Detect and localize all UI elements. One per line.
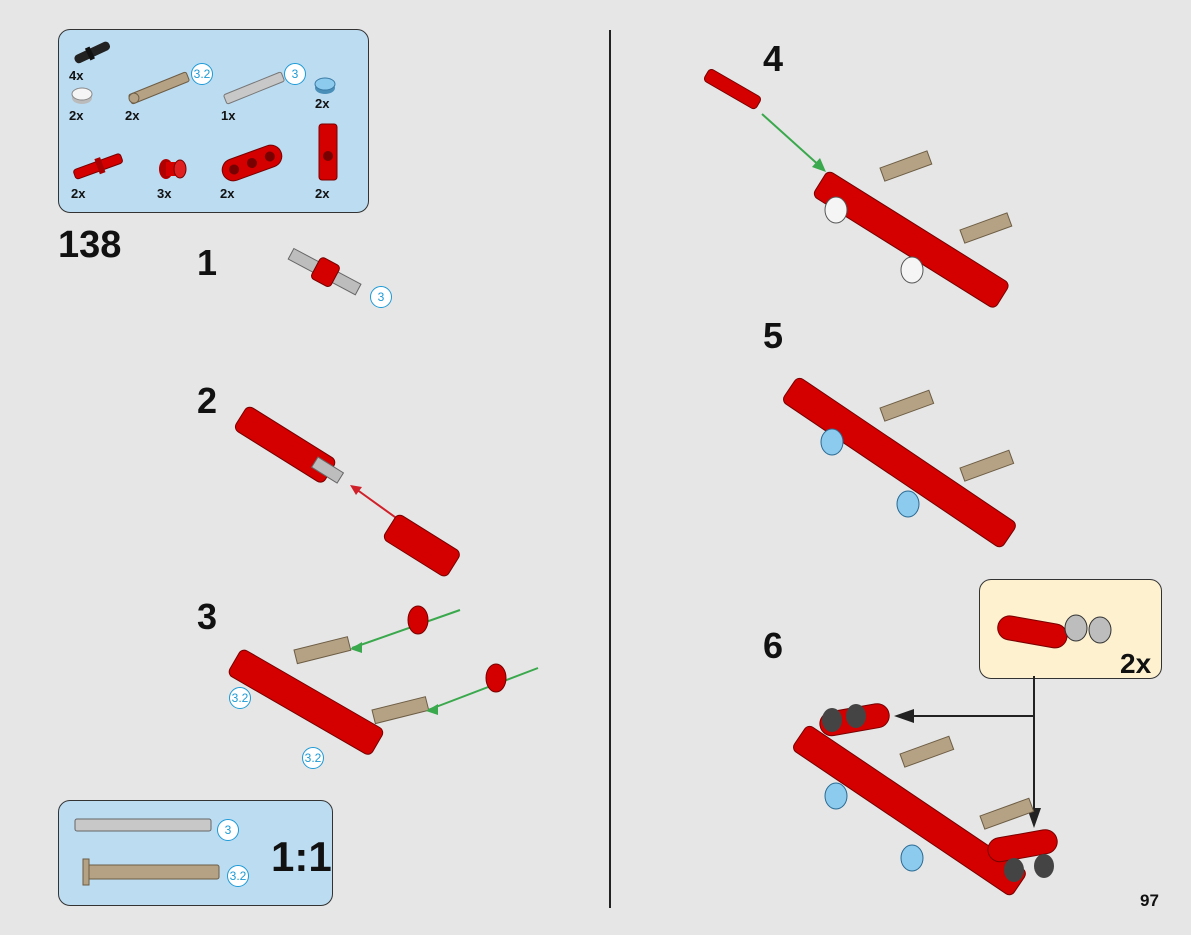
parts-list-panel: 4x 2x 3.2 2x 3 1x 2x 2x 3x 2x 2x xyxy=(58,29,369,213)
substep-3-badge-a: 3.2 xyxy=(229,687,251,709)
callout-liftarm-with-pins xyxy=(997,614,1112,649)
scale-grey-axle-badge: 3 xyxy=(217,819,239,841)
substep-1-length-badge: 3 xyxy=(370,286,392,308)
red-cross-block-icon xyxy=(318,123,338,181)
substep-3-assembly xyxy=(228,605,539,755)
grey-axle-icon xyxy=(223,71,285,105)
substep-4-assembly xyxy=(703,68,1013,308)
callout-multiplier: 2x xyxy=(1120,648,1152,679)
scale-box: 3 3.2 1:1 xyxy=(58,800,333,906)
substep-6-assembly xyxy=(793,676,1058,896)
step-number: 138 xyxy=(58,224,122,266)
substep-6-label: 6 xyxy=(763,625,783,666)
parts-qty-1: 2x xyxy=(69,108,84,123)
grey-axle-scale xyxy=(74,818,212,832)
parts-qty-5: 2x xyxy=(71,186,86,201)
parts-qty-8: 2x xyxy=(315,186,330,201)
tan-axle-scale xyxy=(82,858,220,886)
scale-label: 1:1 xyxy=(271,833,332,880)
scale-tan-axle-badge: 3.2 xyxy=(227,865,249,887)
red-bush-icon xyxy=(159,159,187,179)
substep-1-label: 1 xyxy=(197,242,217,283)
substep-5-assembly xyxy=(783,377,1016,548)
substep-2-assembly xyxy=(234,406,460,577)
parts-qty-2: 2x xyxy=(125,108,140,123)
substep-4-label: 4 xyxy=(763,38,783,79)
tan-axle-length-badge: 3.2 xyxy=(191,63,213,85)
substep-3-label: 3 xyxy=(197,596,217,637)
substep-5-label: 5 xyxy=(763,315,783,356)
trans-light-blue-round-plate-icon xyxy=(314,77,336,94)
substep-1-assembly xyxy=(287,247,362,296)
parts-qty-6: 3x xyxy=(157,186,172,201)
parts-qty-3: 1x xyxy=(221,108,236,123)
white-round-plate-icon xyxy=(71,87,93,104)
black-friction-pin-icon xyxy=(74,41,111,64)
grey-axle-length-badge: 3 xyxy=(284,63,306,85)
substep-3-badge-b: 3.2 xyxy=(302,747,324,769)
tan-axle-icon xyxy=(128,71,190,105)
red-axle-pin-icon xyxy=(73,153,123,180)
parts-qty-7: 2x xyxy=(220,186,235,201)
page-number: 97 xyxy=(1140,891,1159,910)
substep-6-callout: 2x xyxy=(979,579,1162,679)
parts-qty-0: 4x xyxy=(69,68,84,83)
substep-2-label: 2 xyxy=(197,380,217,421)
red-liftarm-icon xyxy=(221,144,283,182)
page-divider xyxy=(609,30,611,908)
parts-qty-4: 2x xyxy=(315,96,330,111)
